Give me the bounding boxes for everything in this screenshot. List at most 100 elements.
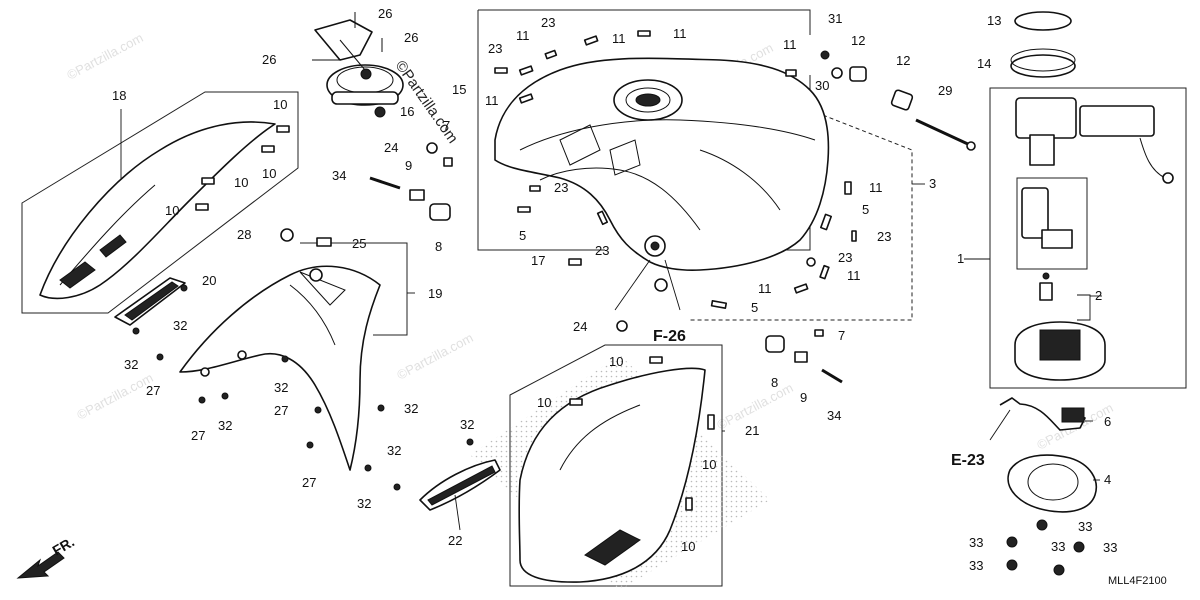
nuts-33 (1006, 519, 1085, 576)
callout-12: 12 (851, 33, 865, 48)
watermark-main: ©Partzilla.com (392, 58, 462, 147)
bolt-29 (915, 118, 976, 151)
plate-4[interactable] (1007, 454, 1097, 513)
side-cover-18[interactable] (39, 121, 276, 300)
callout-33: 33 (1078, 519, 1092, 534)
callout-11: 11 (869, 180, 883, 195)
callout-17: 17 (531, 253, 545, 268)
callout-10: 10 (609, 354, 623, 369)
callout-11: 11 (847, 268, 861, 283)
callout-10: 10 (273, 97, 287, 112)
callout-32: 32 (218, 418, 232, 433)
callout-27: 27 (274, 403, 288, 418)
callout-23: 23 (595, 243, 609, 258)
callout-26: 26 (378, 6, 392, 21)
callout-23: 23 (488, 41, 502, 56)
callout-22: 22 (448, 533, 462, 548)
callout-32: 32 (387, 443, 401, 458)
watermark: ©Partzilla.com (74, 370, 155, 423)
callout-23: 23 (838, 250, 852, 265)
callout-1: 1 (957, 251, 964, 266)
cover-19-frame (300, 242, 408, 336)
cover-19[interactable] (179, 265, 381, 471)
fuel-pump-1[interactable] (1014, 97, 1174, 381)
callout-33: 33 (1103, 540, 1117, 555)
callout-27: 27 (191, 428, 205, 443)
callout-18: 18 (112, 88, 126, 103)
callout-10: 10 (702, 457, 716, 472)
clip-7 (443, 157, 453, 167)
callout-3: 3 (929, 176, 936, 191)
callout-11: 11 (516, 28, 530, 43)
callout-27: 27 (302, 475, 316, 490)
callout-21: 21 (745, 423, 759, 438)
bolts-34 (369, 176, 843, 384)
callout-10: 10 (165, 203, 179, 218)
filter-frame (1016, 177, 1088, 270)
ref-label-e23: E-23 (951, 452, 985, 469)
grommet-24 (426, 142, 438, 154)
leader-lines (120, 109, 1102, 531)
callout-15: 15 (452, 82, 466, 97)
callout-23: 23 (554, 180, 568, 195)
callout-31: 31 (828, 11, 842, 26)
callout-11: 11 (673, 26, 687, 41)
grommet-24b (616, 320, 628, 332)
callout-5: 5 (751, 300, 758, 315)
pad-22[interactable] (419, 459, 501, 511)
callout-32: 32 (124, 357, 138, 372)
callout-10: 10 (537, 395, 551, 410)
screws-32-27 (132, 284, 474, 491)
callout-6: 6 (1104, 414, 1111, 429)
callout-12: 12 (896, 53, 910, 68)
callout-32: 32 (404, 401, 418, 416)
tank-group-dashed (690, 109, 913, 321)
callout-30: 30 (815, 78, 829, 93)
callout-10: 10 (262, 166, 276, 181)
fuel-cap[interactable] (312, 12, 404, 118)
tank-clips (494, 30, 857, 337)
watermark: ©Partzilla.com (394, 330, 475, 383)
bracket-20[interactable] (114, 277, 186, 326)
callout-11: 11 (485, 93, 499, 108)
ref-label-f26: F-26 (653, 328, 686, 345)
diagram-code: MLL4F2100 (1108, 575, 1167, 587)
callout-33: 33 (1051, 539, 1065, 554)
fuel-tank[interactable] (494, 57, 830, 271)
callout-4: 4 (1104, 472, 1111, 487)
washer-31 (831, 67, 843, 79)
callout-5: 5 (519, 228, 526, 243)
callout-5: 5 (862, 202, 869, 217)
callout-23: 23 (541, 15, 555, 30)
hose-6[interactable] (999, 397, 1086, 431)
callouts: 1 2 3 4 5 5 5 6 7 7 8 8 9 9 10 10 10 10 … (112, 6, 1117, 573)
callout-29: 29 (938, 83, 952, 98)
pump-group-frame (989, 87, 1187, 389)
callout-26: 26 (262, 52, 276, 67)
callout-8: 8 (771, 375, 778, 390)
callout-11: 11 (758, 281, 772, 296)
callout-11: 11 (783, 37, 797, 52)
screw-30 (820, 50, 830, 60)
callout-34: 34 (332, 168, 346, 183)
callout-32: 32 (460, 417, 474, 432)
callout-25: 25 (352, 236, 366, 251)
knee-pad-clips (569, 356, 715, 511)
watermark: ©Partzilla.com (64, 30, 145, 83)
callout-7: 7 (443, 118, 450, 133)
grommet-28 (280, 228, 294, 242)
callout-26: 26 (404, 30, 418, 45)
callout-13: 13 (987, 13, 1001, 28)
callout-32: 32 (274, 380, 288, 395)
callout-23: 23 (877, 229, 891, 244)
collar-12 (890, 89, 914, 111)
callout-19: 19 (428, 286, 442, 301)
callout-9: 9 (800, 390, 807, 405)
gaskets-13-14 (1010, 11, 1076, 78)
knee-pad-21[interactable] (518, 367, 706, 583)
callout-24: 24 (384, 140, 398, 155)
cover-18-frame (21, 91, 299, 314)
front-arrow: FR. (16, 533, 77, 579)
callout-8: 8 (435, 239, 442, 254)
